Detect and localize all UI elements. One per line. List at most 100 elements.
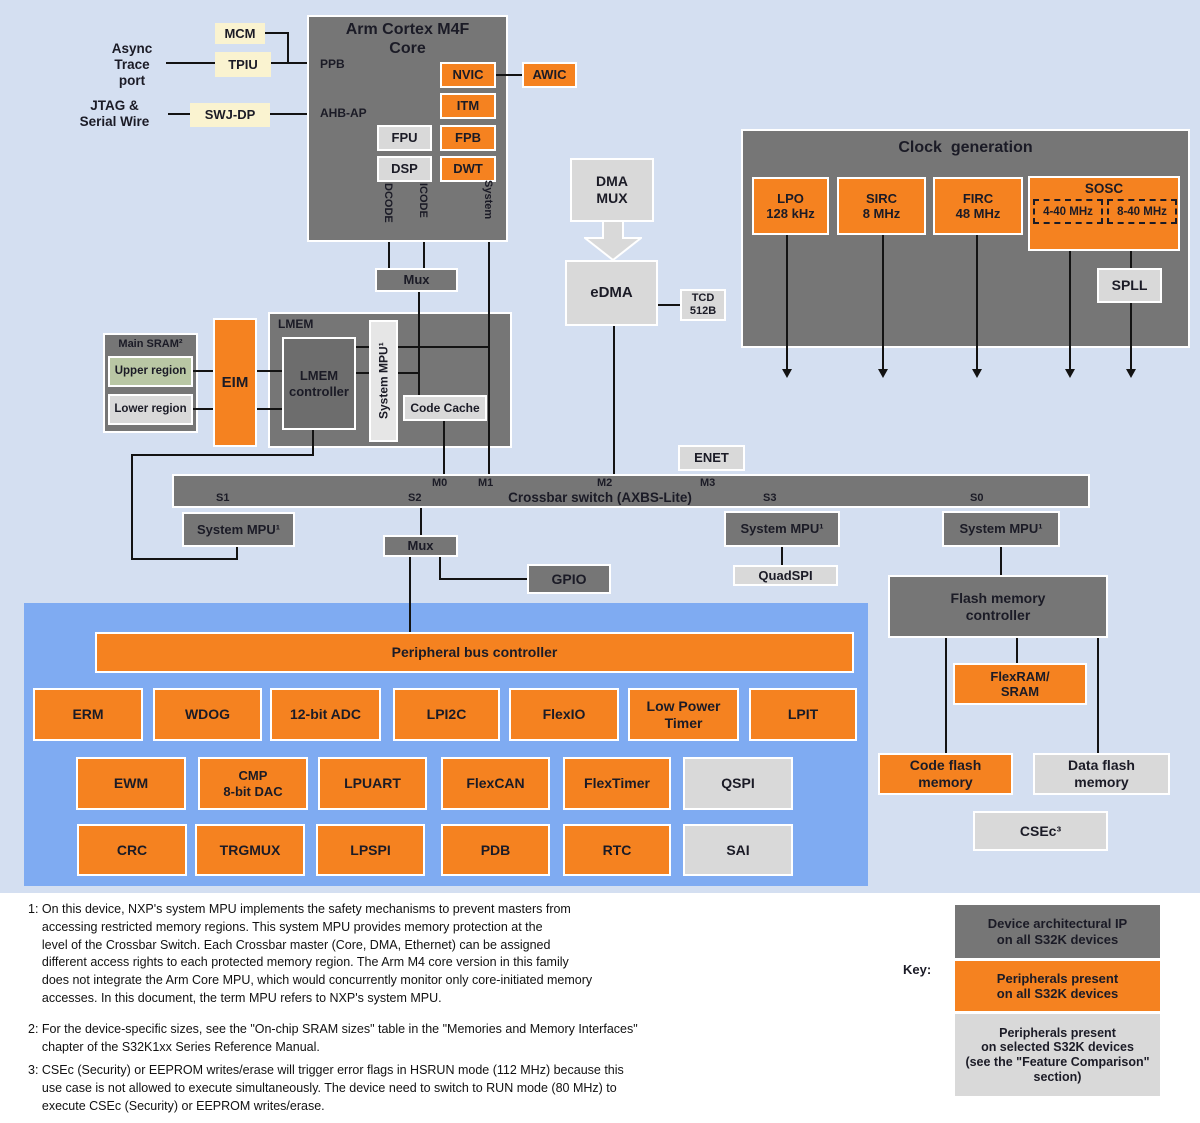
dma-mux-box: DMA MUX: [570, 158, 654, 222]
code-flash-box: Code flash memory: [878, 753, 1013, 795]
s2-mux-box: Mux: [383, 535, 458, 557]
key-all-devices-box: Peripherals present on all S32K devices: [955, 961, 1160, 1011]
sosc-range2-box: 8-40 MHz: [1107, 199, 1177, 224]
sosc-label: SOSC: [1084, 181, 1124, 196]
dcode-label: DCODE: [381, 183, 394, 223]
key-architectural-ip-box: Device architectural IP on all S32K devi…: [955, 905, 1160, 958]
jtag-serial-wire-label: JTAG & Serial Wire: [79, 98, 150, 129]
codecache-to-m0-line: [443, 421, 445, 474]
system-mpu-s3-box: System MPU¹: [724, 511, 840, 547]
footnote-1: 1: On this device, NXP's system MPU impl…: [28, 902, 593, 1005]
system-mpu-s1-box: System MPU¹: [182, 512, 295, 547]
connector-line: [270, 113, 307, 115]
lpuart-box: LPUART: [318, 757, 427, 810]
connector-line: [439, 557, 441, 580]
peripheral-bus-controller-bar: Peripheral bus controller: [95, 632, 854, 673]
sai-box: SAI: [683, 824, 793, 876]
firc-output-line: [976, 235, 978, 369]
edma-to-m2-line: [613, 326, 615, 474]
erm-box: ERM: [33, 688, 143, 741]
s3-label: S3: [763, 492, 777, 504]
lpo-box: LPO 128 kHz: [752, 177, 829, 235]
eim-box: EIM: [213, 318, 257, 447]
spll-output-line: [1130, 303, 1132, 369]
nvic-box: NVIC: [440, 62, 496, 88]
core-title: Arm Cortex M4F Core: [345, 21, 470, 57]
ahb-ap-label: AHB-AP: [320, 106, 367, 120]
mpu-to-fmc-line: [1000, 547, 1002, 575]
lmem-system-mpu-box: System MPU¹: [369, 320, 398, 442]
dwt-box: DWT: [440, 156, 496, 182]
crossbar-title: Crossbar switch (AXBS-Lite): [508, 490, 692, 505]
sirc-output-line: [882, 235, 884, 369]
system-label: System: [481, 180, 494, 220]
ppb-label: PPB: [320, 57, 345, 71]
down-arrow-icon: [878, 369, 888, 378]
fmc-to-dataflash-line: [1097, 638, 1099, 753]
connector-line: [257, 370, 282, 372]
m2-label: M2: [597, 477, 613, 489]
lpi2c-box: LPI2C: [393, 688, 500, 741]
dcode-bus-line: [388, 242, 390, 268]
s2-to-mux-line: [420, 508, 422, 535]
data-flash-box: Data flash memory: [1033, 753, 1170, 795]
connector-line: [496, 74, 522, 76]
mcm-box: MCM: [215, 23, 265, 44]
mux-to-gpio-line: [439, 578, 527, 580]
sirc-box: SIRC 8 MHz: [837, 177, 926, 235]
sosc-output-line: [1069, 223, 1071, 369]
itm-box: ITM: [440, 93, 496, 119]
connector-line: [193, 408, 213, 410]
mux-to-codecache-line: [418, 292, 420, 395]
down-arrow-icon: [1126, 369, 1136, 378]
qspi-box: QSPI: [683, 757, 793, 810]
main-sram-label: Main SRAM²: [118, 338, 183, 350]
sosc-box: [1028, 176, 1180, 251]
tpiu-box: TPIU: [215, 52, 271, 77]
crc-box: CRC: [77, 824, 187, 876]
cmp-dac-box: CMP 8-bit DAC: [198, 757, 308, 810]
icode-bus-line: [423, 242, 425, 268]
connector-line: [131, 454, 314, 456]
connector-line: [263, 32, 289, 34]
flexio-box: FlexIO: [509, 688, 619, 741]
quadspi-box: QuadSPI: [733, 565, 838, 586]
clock-generation-title: Clock generation: [898, 139, 1033, 156]
firc-box: FIRC 48 MHz: [933, 177, 1023, 235]
fpu-box: FPU: [377, 125, 432, 151]
lpspi-box: LPSPI: [316, 824, 425, 876]
swj-dp-box: SWJ-DP: [190, 103, 270, 127]
flextimer-box: FlexTimer: [563, 757, 671, 810]
trgmux-box: TRGMUX: [195, 824, 305, 876]
upper-region-box: Upper region: [108, 356, 193, 387]
code-cache-box: Code Cache: [403, 395, 487, 421]
crossbar-switch-bar: [172, 474, 1090, 508]
awic-box: AWIC: [522, 62, 577, 88]
lpit-box: LPIT: [749, 688, 857, 741]
icode-label: ICODE: [416, 183, 429, 218]
dsp-box: DSP: [377, 156, 432, 182]
edma-box: eDMA: [565, 260, 658, 326]
lpo-output-line: [786, 235, 788, 369]
system-bus-line: [488, 242, 490, 474]
flexcan-box: FlexCAN: [441, 757, 550, 810]
connector-line: [270, 62, 307, 64]
down-arrow-icon: [972, 369, 982, 378]
mpu-to-quadspi-line: [781, 547, 783, 565]
s1-label: S1: [216, 492, 230, 504]
lower-region-box: Lower region: [108, 394, 193, 425]
fmc-to-codeflash-line: [945, 638, 947, 753]
ewm-box: EWM: [76, 757, 186, 810]
connector-line: [658, 304, 680, 306]
fmc-to-flexram-line: [1016, 638, 1018, 663]
rtc-box: RTC: [563, 824, 671, 876]
connector-line: [356, 346, 489, 348]
s0-label: S0: [970, 492, 984, 504]
down-arrow-icon: [782, 369, 792, 378]
connector-line: [193, 370, 213, 372]
connector-line: [287, 32, 289, 64]
footnote-3: 3: CSEc (Security) or EEPROM writes/eras…: [28, 1063, 624, 1113]
m0-label: M0: [432, 477, 448, 489]
system-mpu-s0-box: System MPU¹: [942, 511, 1060, 547]
